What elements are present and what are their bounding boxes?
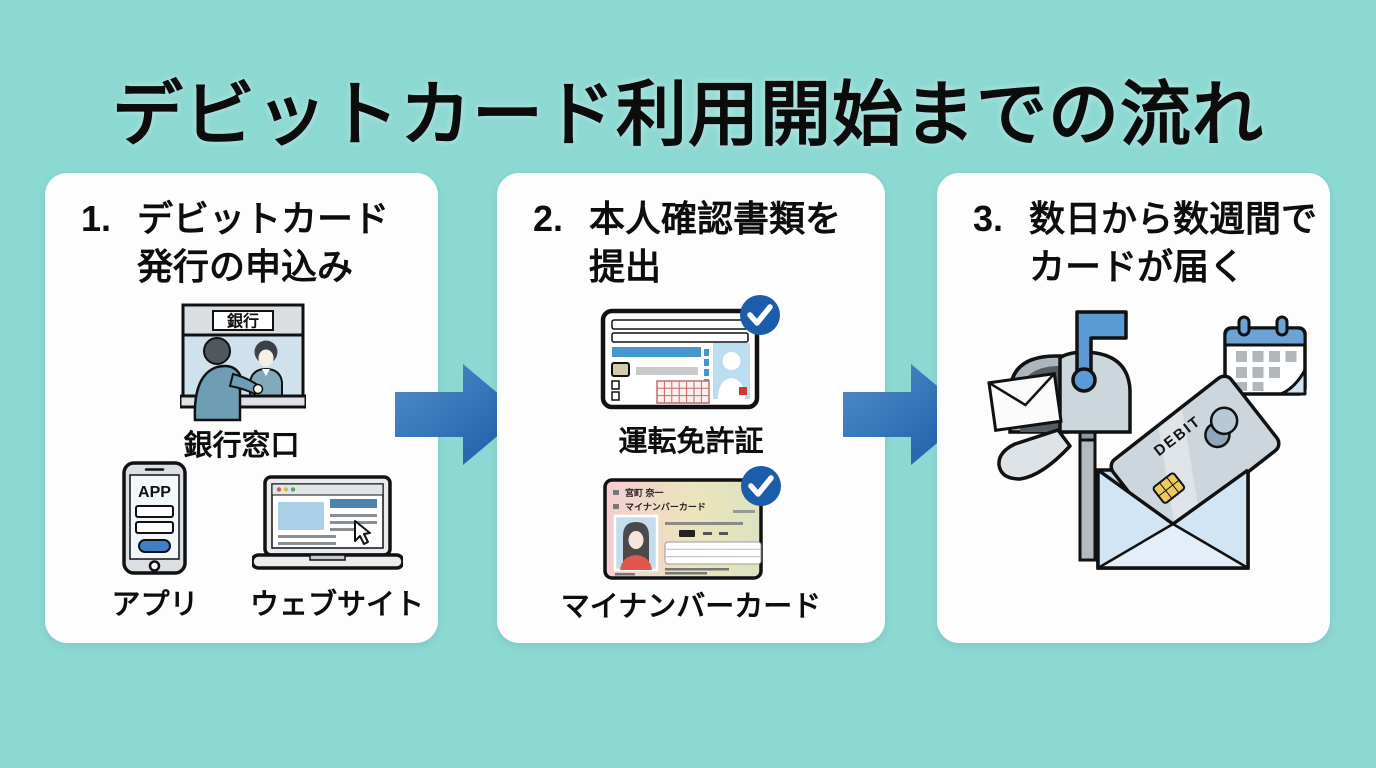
smartphone-app-icon: APP (122, 461, 187, 575)
step2-number: 2. (533, 198, 564, 239)
laptop-website-icon (252, 475, 403, 570)
envelope-icon (1096, 468, 1250, 570)
license-number-grid (656, 380, 710, 404)
mailbox-post (1078, 416, 1097, 562)
svg-text:銀行: 銀行 (227, 312, 259, 331)
step3-heading: 3. 数日から数週間で カードが届く (937, 195, 1330, 290)
cursor-icon (354, 520, 371, 545)
step2-heading: 2. 本人確認書類を 提出 (497, 195, 885, 290)
mailbox-flag-icon (1071, 310, 1128, 393)
svg-text:APP: APP (138, 484, 171, 501)
calendar-icon (1223, 315, 1307, 396)
check-icon (740, 295, 780, 335)
step-card-1: 1. デビットカード 発行の申込み 銀行 銀行窓口 APP アプリ (45, 173, 438, 643)
svg-text:マイナンバーカード: マイナンバーカード (625, 502, 706, 512)
step3-title-line2: カードが届く (1029, 245, 1246, 287)
step1-number: 1. (81, 198, 112, 239)
step-card-2: 2. 本人確認書類を 提出 運転免許証 (497, 173, 885, 643)
step3-number: 3. (973, 198, 1004, 239)
svg-text:宮町 奈一: 宮町 奈一 (625, 487, 664, 498)
mail-delivery-scene: DEBIT (987, 310, 1307, 570)
step1-title-line1: デビットカード (137, 198, 390, 239)
mynumber-card-icon: 宮町 奈一 マイナンバーカード (603, 466, 781, 580)
bank-counter-icon: 銀行 (180, 303, 306, 422)
arrow-right-icon (395, 364, 523, 465)
app-label: アプリ (111, 589, 199, 621)
step3-title-line1: 数日から数週間で (1029, 198, 1318, 239)
small-envelope-icon (987, 371, 1063, 433)
step2-title-line1: 本人確認書類を (589, 198, 842, 239)
mailbox-door (997, 428, 1072, 481)
step1-title-line2: 発行の申込み (137, 245, 354, 287)
mynumber-card-label: マイナンバーカード (560, 591, 822, 623)
drivers-license-icon (600, 295, 780, 410)
check-icon (741, 466, 781, 506)
bank-counter-label: 銀行窓口 (183, 430, 300, 462)
step2-title-line2: 提出 (589, 245, 662, 287)
portrait (613, 514, 659, 572)
step-card-3: 3. 数日から数週間で カードが届く (937, 173, 1330, 643)
drivers-license-label: 運転免許証 (618, 426, 764, 458)
step1-heading: 1. デビットカード 発行の申込み (45, 195, 438, 290)
website-label: ウェブサイト (250, 589, 425, 621)
page-title: デビットカード利用開始までの流れ (111, 76, 1264, 155)
